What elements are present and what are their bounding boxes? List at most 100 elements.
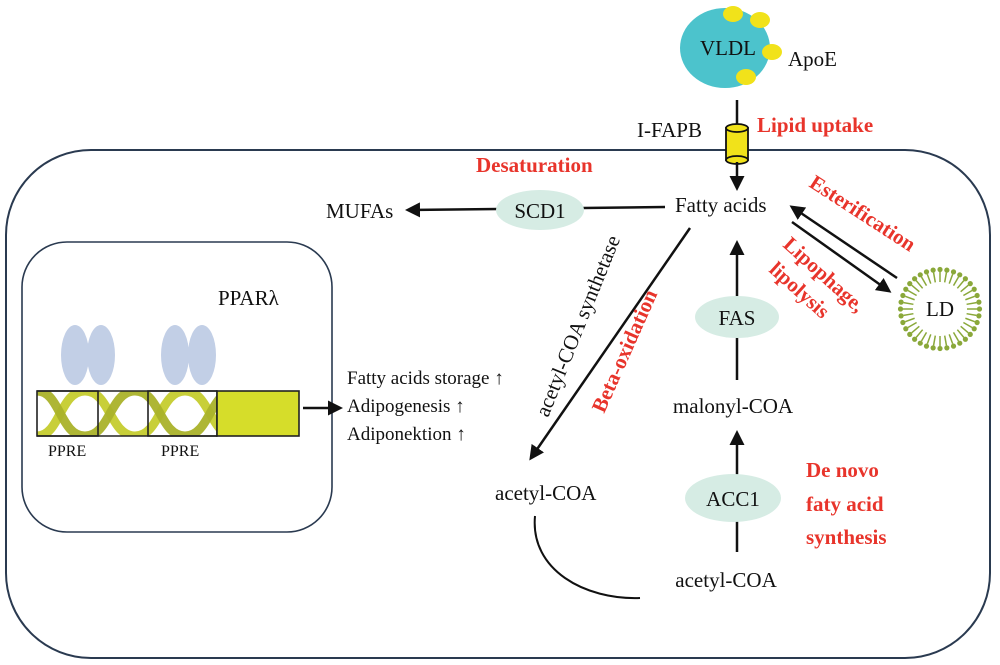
acc1-label: ACC1 <box>706 487 760 511</box>
ld-phospholipid-tail <box>904 295 915 301</box>
cell-membrane <box>5 149 991 659</box>
fatty-acids-label: Fatty acids <box>675 193 767 217</box>
ld-phospholipid-tail <box>943 335 948 346</box>
ld-phospholipid-head <box>976 306 983 312</box>
receptor-protein <box>188 325 216 385</box>
ld-phospholipid-head <box>944 345 950 351</box>
ld-phospholipid-tail <box>907 289 917 297</box>
i-fapb-transporter <box>725 123 749 165</box>
ld-phospholipid-head <box>923 343 930 349</box>
ld-phospholipid-tail <box>965 295 976 301</box>
fas-node <box>695 296 779 338</box>
dna-helix-strand <box>37 391 236 436</box>
effect-fatty-acids-storage: Fatty acids storage ↑ <box>347 368 504 389</box>
ld-phospholipid-head <box>974 319 980 326</box>
apoe-protein <box>750 12 770 28</box>
ld-phospholipid-tail <box>966 301 977 306</box>
ld-phospholipid-head <box>923 269 930 275</box>
ld-phospholipid-head <box>900 319 906 326</box>
apoe-protein <box>736 69 756 85</box>
ld-phospholipid-head <box>907 331 913 337</box>
ld-phospholipid-tail <box>963 289 973 297</box>
ld-phospholipid-head <box>976 299 982 305</box>
de-novo-label-3: synthesis <box>806 525 887 549</box>
ld-phospholipid-tail <box>911 284 920 293</box>
ld-phospholipid-tail <box>952 332 960 342</box>
ld-phospholipid-tail <box>915 329 924 338</box>
vldl-label: VLDL <box>700 36 756 60</box>
ld-phospholipid-tail <box>943 272 948 283</box>
fas-label: FAS <box>719 306 756 330</box>
dna-helix-strand <box>37 391 236 436</box>
ld-phospholipid-head <box>917 340 923 346</box>
ld-phospholipid-tail <box>956 280 965 289</box>
lipolysis-arrow <box>791 220 892 293</box>
ld-phospholipid-head <box>937 266 943 273</box>
scd1-node <box>496 190 584 230</box>
ld-phospholipid-tail <box>907 321 917 329</box>
esterification-arrow <box>789 205 898 280</box>
acetyl-coa-left-label: acetyl-COA <box>495 481 597 505</box>
receptor-protein <box>161 325 189 385</box>
effect-adipogenesis: Adipogenesis ↑ <box>347 396 465 417</box>
ld-phospholipid-head <box>967 281 973 287</box>
ld-phospholipid-head <box>976 313 982 319</box>
ld-phospholipid-head <box>897 306 904 312</box>
ld-phospholipid-head <box>962 336 968 342</box>
ld-phospholipid-head <box>930 267 936 273</box>
ld-phospholipid-tail <box>932 335 937 346</box>
target-gene-box <box>216 390 300 437</box>
ppar-label: PPARλ <box>218 286 280 310</box>
ld-phospholipid-tail <box>960 325 969 334</box>
ld-phospholipid-head <box>917 272 923 278</box>
scd1-label: SCD1 <box>514 199 565 223</box>
nucleus-box <box>21 241 333 533</box>
ld-phospholipid-tail <box>904 317 915 323</box>
acc1-node <box>685 474 781 522</box>
ppre-label-2: PPRE <box>161 443 199 460</box>
ld-phospholipid-head <box>898 313 904 319</box>
ld-phospholipid-tail <box>948 273 954 284</box>
ld-phospholipid-head <box>912 276 918 282</box>
apoe-label: ApoE <box>788 47 837 71</box>
ld-spikes <box>897 266 983 352</box>
desaturation-label: Desaturation <box>476 153 593 177</box>
ppre-label-1: PPRE <box>48 443 86 460</box>
ld-phospholipid-tail <box>965 317 976 323</box>
ld-phospholipid-tail <box>903 312 914 317</box>
ld-phospholipid-head <box>930 345 936 351</box>
receptor-protein <box>61 325 89 385</box>
ld-phospholipid-head <box>957 272 963 278</box>
ld-phospholipid-tail <box>963 321 973 329</box>
ld-phospholipid-head <box>912 336 918 342</box>
ld-phospholipid-tail <box>903 301 914 306</box>
effect-adiponektion: Adiponektion ↑ <box>347 424 466 445</box>
ld-phospholipid-tail <box>920 276 928 286</box>
ld-phospholipid-head <box>903 286 909 292</box>
apoe-protein <box>762 44 782 60</box>
ld-phospholipid-head <box>950 269 957 275</box>
dna-strand <box>36 390 300 437</box>
ld-phospholipid-tail <box>952 276 960 286</box>
malonyl-coa-label: malonyl-COA <box>673 394 794 418</box>
ld-phospholipid-tail <box>960 284 969 293</box>
ld-phospholipid-tail <box>926 334 932 345</box>
ld-phospholipid-tail <box>926 273 932 284</box>
ppre-element <box>36 390 99 437</box>
acetyl-coa-bottom-label: acetyl-COA <box>675 568 777 592</box>
ld-phospholipid-head <box>971 326 977 332</box>
ld-phospholipid-tail <box>948 334 954 345</box>
lipid-droplet: LD <box>897 266 983 352</box>
ld-phospholipid-tail <box>966 312 977 317</box>
ld-phospholipid-head <box>937 345 943 352</box>
ld-phospholipid-head <box>900 292 906 299</box>
ld-phospholipid-tail <box>932 272 937 283</box>
de-novo-label-2: faty acid <box>806 492 884 516</box>
ld-phospholipid-head <box>971 286 977 292</box>
ld-phospholipid-tail <box>956 329 965 338</box>
receptor-protein <box>87 325 115 385</box>
i-fapb-label: I-FAPB <box>637 118 702 142</box>
lipid-uptake-label: Lipid uptake <box>757 113 873 137</box>
ld-phospholipid-head <box>950 343 957 349</box>
